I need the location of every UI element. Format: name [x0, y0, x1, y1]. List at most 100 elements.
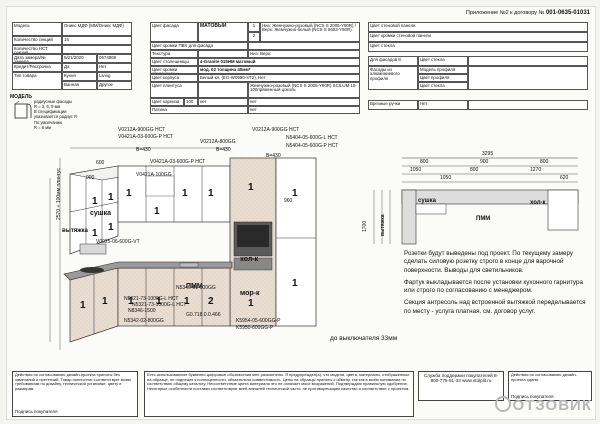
svg-text:1: 1: [154, 206, 160, 217]
footer-terms-text: Есть использованные буквенно-цифровые об…: [147, 372, 410, 391]
svg-text:2: 2: [208, 296, 214, 307]
spec-key: Врезные ручки: [368, 100, 418, 110]
note-3: Секция антресоль над встроенной вытяжкой…: [404, 299, 586, 315]
svg-text:1: 1: [208, 188, 214, 199]
plan-dim: 620: [560, 175, 569, 181]
drawing-word: хол-к: [240, 256, 259, 263]
footer-support-text: Служба поддержки покупателей 8-800-775-5…: [423, 373, 499, 384]
spec-value: Living: [97, 72, 132, 81]
dim-label: 2570 + 100мм плинтус: [56, 168, 62, 220]
spec-key: Цвет фасада: [150, 22, 198, 42]
svg-text:1: 1: [80, 300, 86, 311]
drawing-code: V0421A-100GG: [136, 172, 172, 178]
spec-key: Цвет кромки столешницы: [150, 66, 198, 74]
spec-num: 1: [248, 22, 260, 32]
footer-terms-box: Есть использованные буквенно-цифровые об…: [144, 371, 414, 417]
model-line: R = 3, 6, 9 мм: [34, 105, 61, 109]
drawing-code: K5954-05-600GG-P: [236, 318, 281, 324]
plan-dim: 1700: [362, 220, 368, 232]
model-line: радиусные фасады: [34, 100, 73, 104]
plan-word: сушка: [418, 198, 437, 204]
spec-value: 9/21/2020: [62, 54, 97, 63]
svg-text:1: 1: [184, 296, 190, 307]
drawing-code: V0212A-900GG НСТ: [118, 127, 166, 133]
header: Приложение №2 к договору № 001-0635-0103…: [466, 10, 590, 16]
spec-value: Ванная: [62, 81, 97, 90]
spec-key: Цвет столешницы: [150, 58, 198, 66]
svg-text:1: 1: [292, 188, 298, 199]
svg-text:1: 1: [248, 182, 254, 193]
plan-word: ПММ: [476, 216, 491, 222]
plan-dim: 800: [470, 167, 479, 173]
spec-value: [248, 42, 360, 50]
spec-value: Нет: [97, 63, 132, 72]
footer-handover-box: Действия по согласованию дизайн-проекта …: [508, 371, 592, 401]
footer-signature-label: Подпись покупателя: [15, 408, 58, 414]
drawing-code: K5950-600GG-P: [236, 325, 274, 331]
spec-key: Цвет стекла: [368, 42, 588, 52]
drawing-code: V0925-06-600G-VT: [96, 239, 140, 245]
svg-text:1: 1: [92, 196, 98, 207]
spec-key: Текстура: [150, 50, 198, 58]
radius-facade-icon: [14, 101, 32, 119]
spec-value: нет: [198, 98, 248, 106]
model-box: МОДЕЛЬ радиусные фасады R = 3, 6, 9 мм В…: [10, 94, 78, 139]
drawing-code: V0421A-03-600G-P НСТ: [150, 159, 206, 165]
svg-text:1: 1: [126, 188, 132, 199]
dim-label: B=430: [266, 153, 281, 159]
spec-value: 16: [62, 36, 132, 45]
drawing-code: V0212A-800GG: [200, 139, 236, 145]
note-2: Фартук выкладывается после установки кух…: [404, 278, 584, 295]
spec-key: Кредит/Рассрочка: [12, 63, 62, 72]
plan-dim: 3295: [482, 151, 494, 157]
drawing-code: N5404-05-600G-L НСТ: [286, 135, 338, 141]
svg-text:1: 1: [128, 296, 134, 307]
plan-dim: 1050: [410, 167, 422, 173]
otzovik-logo-icon: [494, 396, 511, 412]
spec-key: Дата замера/№ замера: [12, 54, 62, 63]
drawing-code: N5321-73-1000G-L НСТ: [132, 302, 187, 308]
order-number: 001-0635-01031: [545, 10, 590, 16]
spec-value: МАТОВЫЙ: [198, 22, 248, 42]
spec-key: Количество секций: [12, 36, 62, 45]
spec-value: мод. 02 толщина 40мм*: [198, 66, 360, 74]
footer-approval-box: Действия по согласованию дизайн-проекта …: [12, 371, 138, 417]
model-label: МОДЕЛЬ: [10, 94, 32, 100]
footer-approval-text: Действия по согласованию дизайн-проекта …: [15, 372, 131, 391]
drawing-code: N8346-1500: [128, 308, 156, 314]
note-1: Розетки будут выведены под проект. По те…: [404, 250, 574, 274]
otzovik-watermark: ОТЗОВИК: [494, 396, 592, 414]
spec-value: Низ: Верх:: [248, 50, 360, 58]
appendix-label: Приложение №2 к договору №: [465, 10, 545, 16]
drawing-code: N5404-05-600G-P НСТ: [286, 143, 339, 149]
kitchen-plan-view: [373, 157, 579, 245]
spec-value: Нет: [418, 100, 468, 110]
svg-text:1: 1: [182, 188, 188, 199]
spec-num: 2: [248, 32, 260, 42]
spec-value: [62, 45, 132, 54]
spec-value: [198, 82, 248, 98]
spec-value: [468, 100, 588, 110]
spec-key: Патина: [150, 106, 248, 114]
spec-value: [198, 50, 248, 58]
plan-dim: 1050: [440, 175, 452, 181]
spec-key: Модель: [12, 22, 62, 36]
spec-key: Тип товара: [12, 72, 62, 90]
spec-value: Белый кл. (EG-W0980-ST2), Нет: [198, 74, 360, 82]
spec-value: 4-Granite 015HM матовый: [198, 58, 360, 66]
footer-support-box: Служба поддержки покупателей 8-800-775-5…: [418, 371, 504, 401]
plan-word: хол-к: [530, 200, 546, 206]
outlet-note: до выключателя 33мм: [330, 335, 398, 342]
plan-dim: 800: [540, 159, 549, 165]
watermark-text: ОТЗОВИК: [512, 397, 592, 414]
spec-value: Модель профиля: [418, 66, 468, 74]
spec-value: нет: [248, 106, 360, 114]
svg-text:1: 1: [108, 192, 114, 203]
spec-value: Цвет профиля: [418, 74, 468, 82]
plan-word: вытяжка: [380, 214, 386, 236]
spec-value: Низ: Жемчужно-розовый (NCS S 2005-Y90R) …: [260, 22, 360, 42]
footer-handover-text: Действия по согласованию дизайн-проекта …: [511, 372, 577, 382]
drawing-code: N5342-02-800GG: [124, 318, 164, 324]
drawing-word: сушка: [90, 210, 112, 217]
